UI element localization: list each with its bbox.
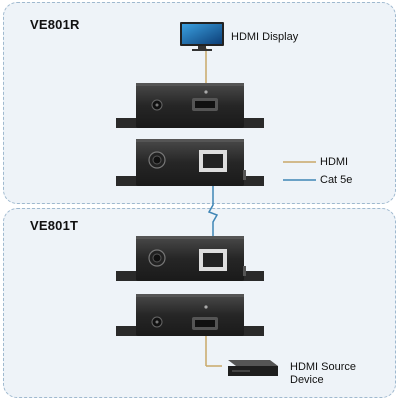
transmitter-model-title: VE801T <box>30 218 79 233</box>
legend-label-cat5e: Cat 5e <box>320 174 353 186</box>
display-label: HDMI Display <box>231 31 299 43</box>
hdmi-source-box-icon <box>228 360 278 376</box>
receiver-model-title: VE801R <box>30 17 80 32</box>
monitor-icon <box>180 22 224 51</box>
transmitter-rj45-unit <box>116 236 264 281</box>
source-label-line2: Device <box>290 374 324 386</box>
source-label-line1: HDMI Source <box>290 361 357 373</box>
cat5e-cable <box>207 164 219 262</box>
receiver-hdmi-unit <box>116 83 264 128</box>
receiver-rj45-unit <box>116 139 264 186</box>
legend-label-hdmi: HDMI <box>320 156 349 168</box>
transmitter-hdmi-unit <box>116 294 264 336</box>
